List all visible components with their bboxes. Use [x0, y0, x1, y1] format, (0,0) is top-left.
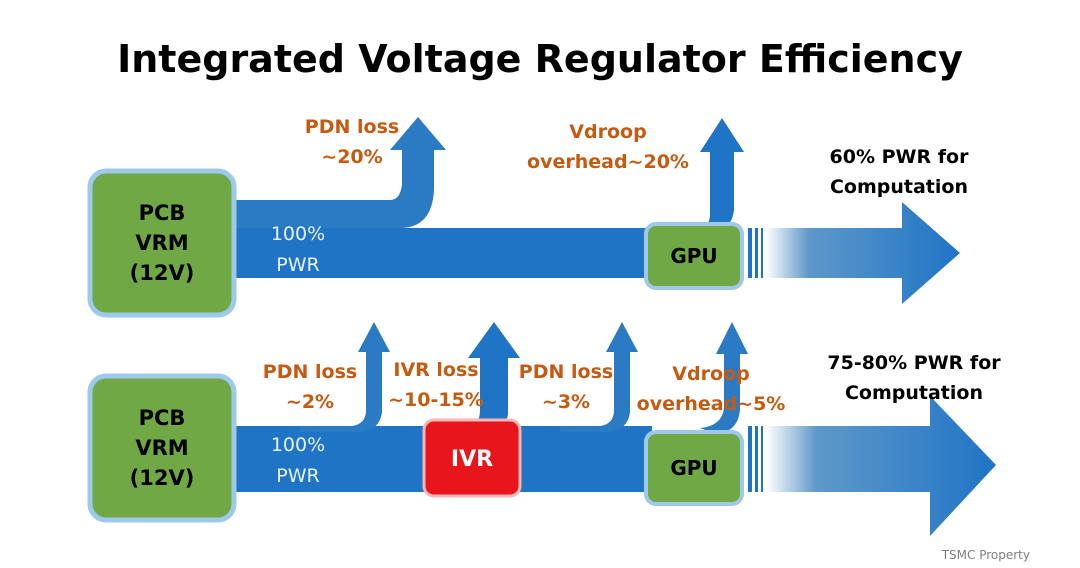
bottom-vrm-label: VRM [135, 436, 188, 460]
top-transition-stripes [748, 228, 763, 278]
top-gpu-label: GPU [670, 244, 717, 268]
top-vrm-label: VRM [135, 231, 188, 255]
bottom-result-line1: 75-80% PWR for [827, 352, 1001, 374]
bottom-flow: PCB VRM (12V) 100% PWR IVR GPU PDN loss … [87, 322, 1001, 536]
top-input-pwr-pct: 100% [271, 223, 325, 245]
bottom-output-arrow [766, 396, 996, 536]
bottom-pdn-loss-1-value: ~2% [286, 391, 334, 413]
bottom-voltage-label: (12V) [130, 466, 195, 490]
bottom-result-line2: Computation [845, 382, 983, 404]
bottom-input-pwr-pct: 100% [271, 434, 325, 456]
bottom-pcb-label: PCB [139, 406, 186, 430]
top-vdroop-branch [690, 118, 744, 232]
top-pdn-loss-value: ~20% [321, 146, 382, 168]
top-flow-bar [232, 228, 652, 278]
bottom-vdroop-branch [700, 322, 748, 434]
footer-property: TSMC Property [941, 548, 1030, 562]
top-voltage-label: (12V) [130, 261, 195, 285]
bottom-vdroop-label: Vdroop [672, 363, 749, 385]
bottom-transition-stripes [748, 426, 763, 492]
top-pdn-loss-label: PDN loss [305, 116, 399, 138]
top-result-line2: Computation [830, 176, 968, 198]
page-title: Integrated Voltage Regulator Efficiency [117, 37, 963, 81]
bottom-ivr-loss-value: ~10-15% [388, 389, 484, 411]
top-vdroop-value: overhead~20% [527, 151, 689, 173]
top-pcb-label: PCB [139, 201, 186, 225]
bottom-pdn-loss-branch-1 [300, 322, 390, 432]
bottom-ivr-loss-branch [460, 322, 520, 434]
ivr-label: IVR [451, 447, 493, 472]
top-flow: PCB VRM (12V) 100% PWR GPU PDN loss ~20%… [87, 116, 970, 318]
top-vdroop-label: Vdroop [569, 121, 646, 143]
bottom-ivr-loss-label: IVR loss [393, 359, 478, 381]
bottom-pdn-loss-2-label: PDN loss [519, 361, 613, 383]
top-input-pwr-label: PWR [276, 254, 319, 276]
bottom-gpu-label: GPU [670, 456, 717, 480]
bottom-pcb-vrm-box [87, 373, 237, 523]
ivr-box [422, 418, 522, 498]
bottom-input-pwr-label: PWR [276, 465, 319, 487]
bottom-pdn-loss-2-value: ~3% [542, 391, 590, 413]
bottom-pdn-loss-branch-2 [560, 322, 638, 432]
bottom-pdn-loss-1-label: PDN loss [263, 361, 357, 383]
top-output-arrow [766, 202, 960, 304]
bottom-vdroop-value: overhead~5% [637, 393, 786, 415]
top-gpu-box [644, 222, 744, 290]
top-result-line1: 60% PWR for [830, 146, 970, 168]
top-pdn-loss-branch [232, 117, 446, 228]
top-pcb-vrm-box [87, 168, 237, 318]
bottom-gpu-box [644, 430, 744, 506]
